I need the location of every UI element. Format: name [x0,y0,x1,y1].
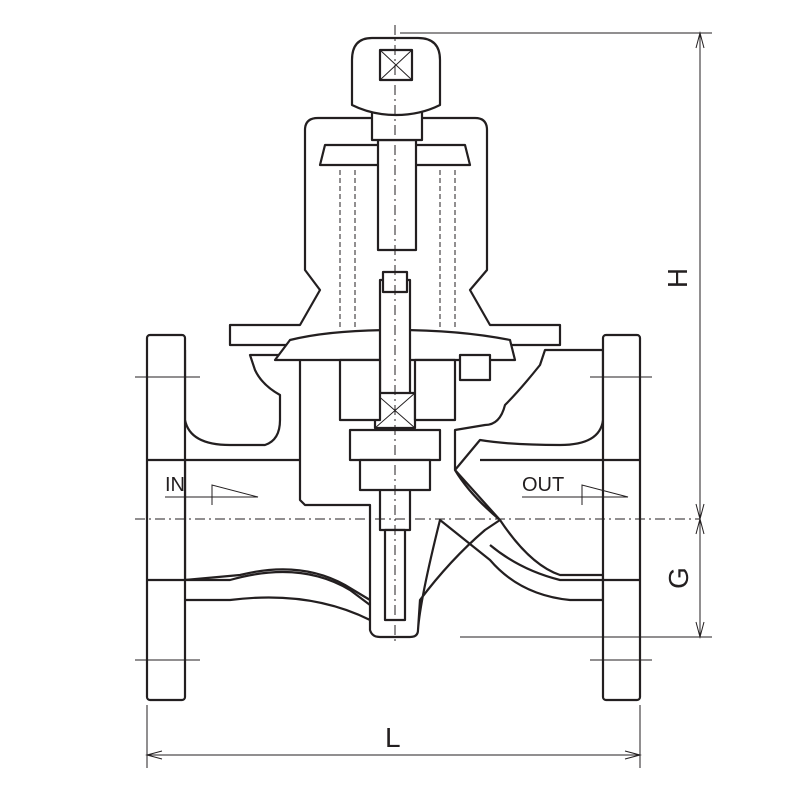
adjusting-screw [376,138,418,252]
right-flange [601,333,642,702]
pipe-bore-lines [185,458,603,606]
left-flange [145,333,187,702]
dimension-l-label: L [385,722,401,753]
inlet-label: IN [165,474,185,496]
dimension-g-label: G [662,567,694,589]
outlet-flow-arrow [522,484,629,505]
inlet-flow-arrow [165,484,259,505]
valve-body [183,348,605,639]
dimension-h-label: H [662,267,694,289]
outlet-label: OUT [522,474,565,496]
